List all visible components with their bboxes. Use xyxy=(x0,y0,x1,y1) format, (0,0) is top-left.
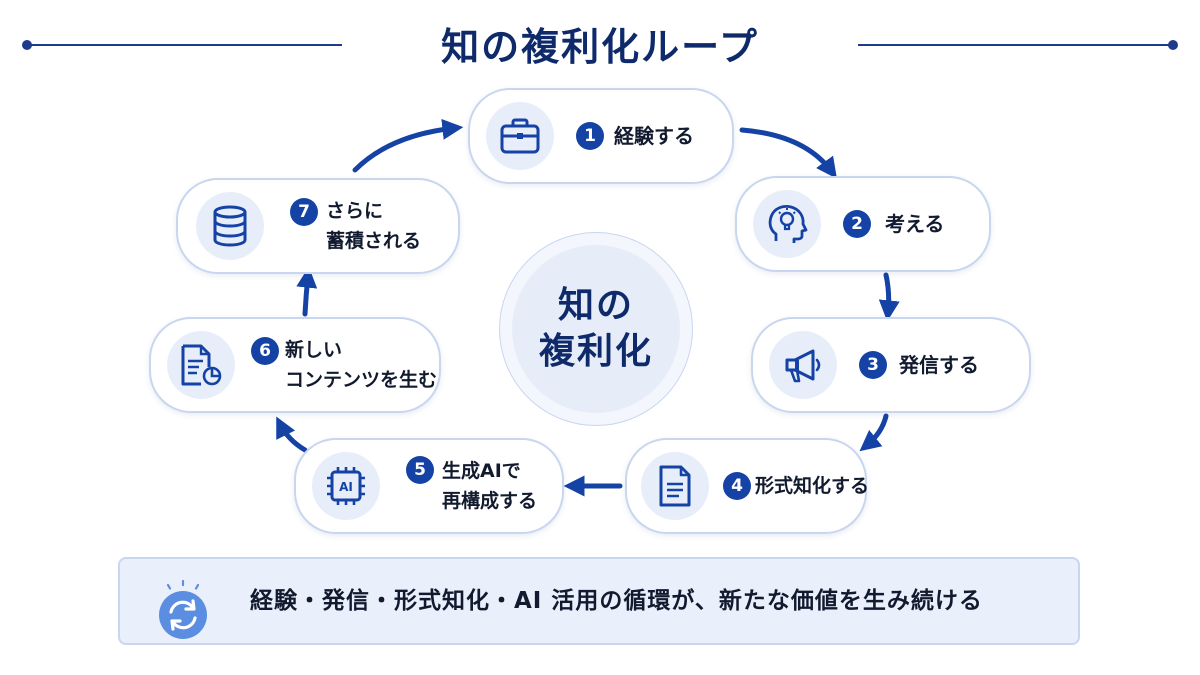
step-1-icon-circle xyxy=(486,102,554,170)
step-7-number: 7 xyxy=(290,198,318,226)
step-3-number: 3 xyxy=(859,351,887,379)
step-4-icon-circle xyxy=(641,452,709,520)
step-2-label: 考える xyxy=(885,212,945,236)
step-2-number: 2 xyxy=(843,210,871,238)
step-7-icon-circle xyxy=(196,192,264,260)
ai-chip-icon: AI xyxy=(327,467,365,505)
arrow-7-to-1 xyxy=(352,118,464,173)
step-1-node: 1 経験する xyxy=(468,88,734,184)
ai-chip-text: AI xyxy=(339,480,353,494)
page-title: 知の複利化ループ xyxy=(441,25,759,69)
step-4-node: 4 形式知化する xyxy=(625,438,870,534)
step-3-icon-circle xyxy=(769,331,837,399)
head-lightbulb-icon xyxy=(768,205,808,243)
step-7-node: 7 さらに 蓄積される xyxy=(176,178,460,274)
step-1-label: 経験する xyxy=(614,124,694,148)
summary-banner: 経験・発信・形式知化・AI 活用の循環が、新たな価値を生み続ける xyxy=(118,557,1080,645)
center-text-line-1: 知の xyxy=(557,285,634,326)
step-6-label: 新しい コンテンツを生む xyxy=(285,339,438,391)
step-3-label: 発信する xyxy=(899,353,979,377)
arrow-1-to-2 xyxy=(739,127,837,179)
megaphone-icon xyxy=(785,349,821,383)
title-decor-line-right xyxy=(858,44,1174,46)
briefcase-icon xyxy=(500,118,540,154)
step-4-number: 4 xyxy=(723,472,751,500)
step-1-number: 1 xyxy=(576,122,604,150)
arrow-5-to-6 xyxy=(276,416,308,453)
step-2-node: 2 考える xyxy=(735,176,991,272)
step-6-number: 6 xyxy=(251,337,279,365)
step-6-icon-circle xyxy=(167,331,235,399)
banner-text: 経験・発信・形式知化・AI 活用の循環が、新たな価値を生み続ける xyxy=(250,588,983,614)
step-2-icon-circle xyxy=(753,190,821,258)
document-chart-icon xyxy=(181,344,222,386)
step-4-label: 形式知化する xyxy=(755,475,870,497)
center-text-line-2: 複利化 xyxy=(538,331,653,372)
center-circle: 知の 複利化 xyxy=(512,245,680,413)
step-7-label: さらに 蓄積される xyxy=(326,200,422,252)
arrow-3-to-4 xyxy=(859,413,889,452)
step-5-label: 生成AIで 再構成する xyxy=(442,460,538,512)
refresh-cycle-icon xyxy=(159,579,207,639)
step-5-icon-circle: AI xyxy=(312,452,380,520)
database-icon xyxy=(213,205,247,247)
title-decor-line-left xyxy=(26,44,342,46)
title-row: 知の複利化ループ xyxy=(0,12,1200,72)
arrow-2-to-3 xyxy=(878,272,900,322)
title-decor-dot-right xyxy=(1168,40,1178,50)
step-5-number: 5 xyxy=(406,456,434,484)
arrow-6-to-7 xyxy=(296,266,318,317)
document-icon xyxy=(659,465,691,507)
step-5-node: AI 5 生成AIで 再構成する xyxy=(294,438,564,534)
step-3-node: 3 発信する xyxy=(751,317,1031,413)
step-6-node: 6 新しい コンテンツを生む xyxy=(149,317,441,413)
